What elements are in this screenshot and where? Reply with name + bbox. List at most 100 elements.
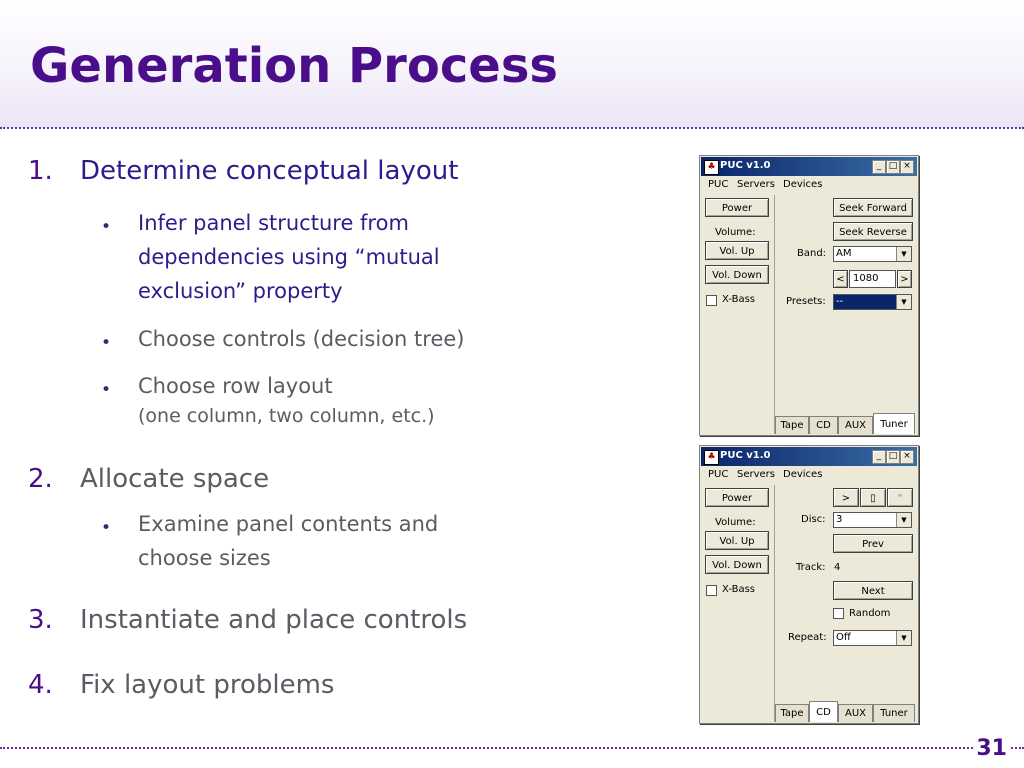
presets-select[interactable]: -- ▼ <box>833 294 912 310</box>
bullet-glyph: • <box>101 217 112 237</box>
repeat-label: Repeat: <box>788 632 827 643</box>
bullet-glyph: • <box>101 518 112 538</box>
pause-button[interactable]: ▯ <box>860 488 886 507</box>
maximize-icon[interactable]: □ <box>886 450 900 464</box>
item-text: Fix layout problems <box>80 670 335 700</box>
tab-bar: Tape CD AUX Tuner <box>775 413 917 434</box>
page-number: 31 <box>973 736 1010 761</box>
next-button[interactable]: Next <box>833 581 913 600</box>
repeat-value: Off <box>836 632 851 643</box>
subitem-line: dependencies using “mutual <box>138 245 440 269</box>
maximize-icon[interactable]: □ <box>886 160 900 174</box>
vol-up-button[interactable]: Vol. Up <box>705 241 769 260</box>
subitem-line: Choose controls (decision tree) <box>138 327 465 351</box>
left-panel: Power Volume: Vol. Up Vol. Down X-Bass <box>701 485 775 722</box>
disc-value: 3 <box>836 514 843 525</box>
window-titlebar: ♣ PUC v1.0 _ □ × <box>701 157 917 176</box>
xbass-checkbox[interactable] <box>706 295 717 306</box>
close-icon[interactable]: × <box>900 450 914 464</box>
random-checkbox[interactable] <box>833 608 844 619</box>
subitem: Choose controls (decision tree) <box>138 322 464 356</box>
xbass-checkbox[interactable] <box>706 585 717 596</box>
tab-cd[interactable]: CD <box>809 701 838 722</box>
presets-value: -- <box>836 296 844 307</box>
tab-tape[interactable]: Tape <box>775 416 809 434</box>
tab-tape[interactable]: Tape <box>775 704 809 722</box>
subitem: Choose row layout (one column, two colum… <box>138 369 435 429</box>
slide-title: Generation Process <box>30 38 558 94</box>
subitem-line: Examine panel contents and <box>138 512 439 536</box>
menu-servers[interactable]: Servers <box>737 179 776 190</box>
minimize-icon[interactable]: _ <box>872 450 886 464</box>
tab-tuner[interactable]: Tuner <box>873 413 915 434</box>
stop-button[interactable]: " <box>887 488 913 507</box>
prev-button[interactable]: Prev <box>833 534 913 553</box>
bullet-glyph: • <box>101 380 112 400</box>
tab-aux[interactable]: AUX <box>838 416 873 434</box>
vol-down-button[interactable]: Vol. Down <box>705 265 769 284</box>
cd-window: ♣ PUC v1.0 _ □ × PUC Servers Devices Pow… <box>699 445 919 724</box>
volume-label: Volume: <box>715 517 756 528</box>
play-button[interactable]: > <box>833 488 859 507</box>
item-number: 4. <box>28 670 53 700</box>
presets-label: Presets: <box>786 296 826 307</box>
right-panel: > ▯ " Disc: 3 ▼ Prev Track: 4 Next Rando… <box>775 485 917 722</box>
menu-devices[interactable]: Devices <box>783 469 823 480</box>
footer-divider <box>0 747 1024 749</box>
subitem-line: Choose row layout <box>138 374 333 398</box>
tab-bar: Tape CD AUX Tuner <box>775 701 917 722</box>
xbass-label: X-Bass <box>722 294 756 305</box>
close-icon[interactable]: × <box>900 160 914 174</box>
slide-header: Generation Process <box>0 0 1024 128</box>
bullet-glyph: • <box>101 333 112 353</box>
left-panel: Power Volume: Vol. Up Vol. Down X-Bass <box>701 195 775 434</box>
menu-puc[interactable]: PUC <box>708 469 729 480</box>
subitem: Examine panel contents and choose sizes <box>138 507 438 575</box>
header-divider <box>0 127 1024 129</box>
window-titlebar: ♣ PUC v1.0 _ □ × <box>701 447 917 466</box>
power-button[interactable]: Power <box>705 198 769 217</box>
seek-reverse-button[interactable]: Seek Reverse <box>833 222 913 241</box>
chevron-down-icon: ▼ <box>896 513 911 527</box>
chevron-down-icon: ▼ <box>896 247 911 261</box>
seek-forward-button[interactable]: Seek Forward <box>833 198 913 217</box>
random-label: Random <box>849 608 891 619</box>
menu-puc[interactable]: PUC <box>708 179 729 190</box>
track-label: Track: <box>796 562 826 573</box>
vol-down-button[interactable]: Vol. Down <box>705 555 769 574</box>
disc-select[interactable]: 3 ▼ <box>833 512 912 528</box>
tab-cd[interactable]: CD <box>809 416 838 434</box>
minimize-icon[interactable]: _ <box>872 160 886 174</box>
subitem-line: (one column, two column, etc.) <box>138 405 435 427</box>
freq-next-button[interactable]: > <box>897 270 912 288</box>
window-title: PUC v1.0 <box>720 160 771 171</box>
menu-servers[interactable]: Servers <box>737 469 776 480</box>
tab-aux[interactable]: AUX <box>838 704 873 722</box>
right-panel: Seek Forward Seek Reverse Band: AM ▼ < 1… <box>775 195 917 434</box>
tab-tuner[interactable]: Tuner <box>873 704 915 722</box>
tuner-window: ♣ PUC v1.0 _ □ × PUC Servers Devices Pow… <box>699 155 919 436</box>
item-text: Instantiate and place controls <box>80 605 468 635</box>
subitem: Infer panel structure from dependencies … <box>138 206 440 308</box>
vol-up-button[interactable]: Vol. Up <box>705 531 769 550</box>
freq-prev-button[interactable]: < <box>833 270 848 288</box>
band-value: AM <box>836 248 852 259</box>
item-number: 2. <box>28 464 53 494</box>
volume-label: Volume: <box>715 227 756 238</box>
slide-content: 1. Determine conceptual layout • Infer p… <box>28 156 468 700</box>
item-text: Determine conceptual layout <box>80 156 459 186</box>
disc-label: Disc: <box>801 514 826 525</box>
power-button[interactable]: Power <box>705 488 769 507</box>
xbass-label: X-Bass <box>722 584 756 595</box>
frequency-field[interactable]: 1080 <box>849 270 896 288</box>
subitem-line: Infer panel structure from <box>138 211 409 235</box>
item-text: Allocate space <box>80 464 270 494</box>
track-value: 4 <box>834 562 841 573</box>
chevron-down-icon: ▼ <box>896 295 911 309</box>
app-icon: ♣ <box>704 450 719 465</box>
repeat-select[interactable]: Off ▼ <box>833 630 912 646</box>
band-select[interactable]: AM ▼ <box>833 246 912 262</box>
app-icon: ♣ <box>704 160 719 175</box>
menu-devices[interactable]: Devices <box>783 179 823 190</box>
window-title: PUC v1.0 <box>720 450 771 461</box>
